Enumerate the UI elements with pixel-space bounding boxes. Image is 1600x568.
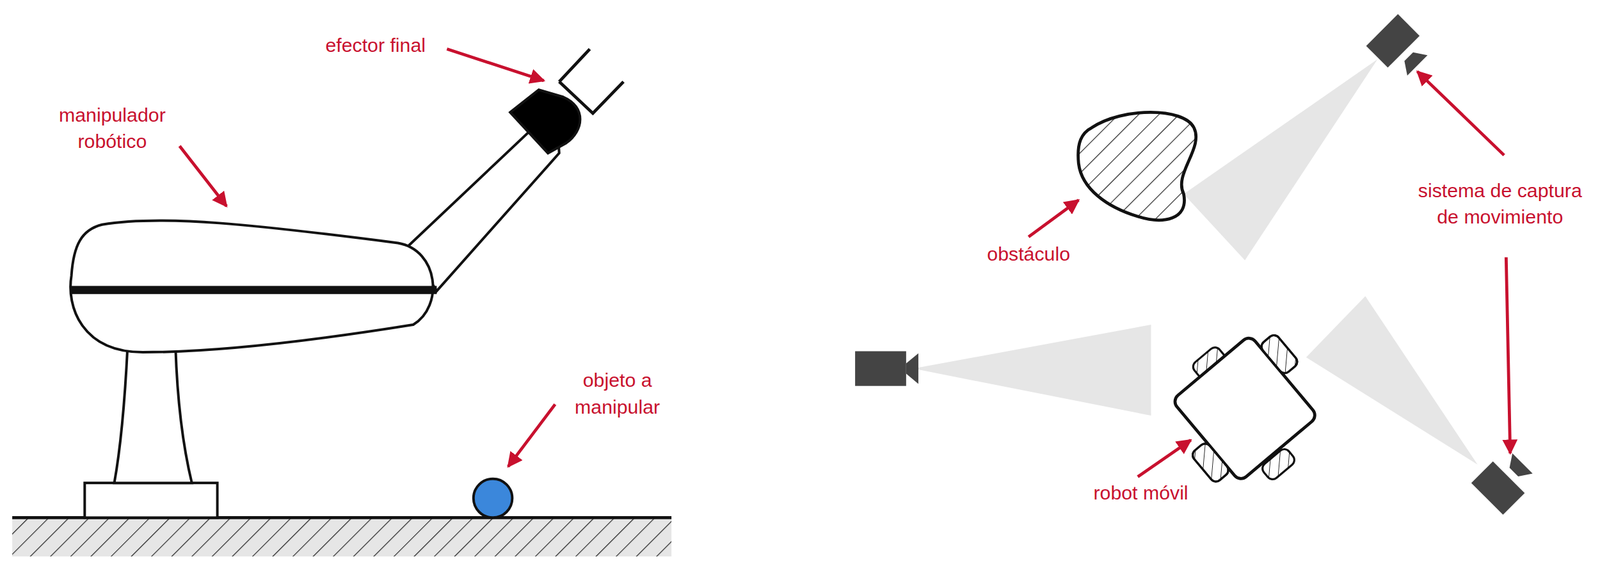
mobile-robot [1162, 323, 1332, 498]
part-label: manipulador robótico [35, 101, 189, 155]
object-ball [473, 478, 513, 518]
part-label: robot móvil [1074, 479, 1208, 506]
part-label: efector final [298, 32, 452, 59]
camera [855, 14, 1539, 515]
wheel [1165, 332, 1325, 484]
obstacle [1078, 112, 1197, 220]
leader-arrow [179, 49, 1511, 477]
part-label: objeto a manipular [551, 367, 684, 421]
ground [12, 517, 672, 557]
part-label: sistema de captura de movimiento [1410, 177, 1590, 231]
part-label: obstáculo [967, 240, 1090, 267]
